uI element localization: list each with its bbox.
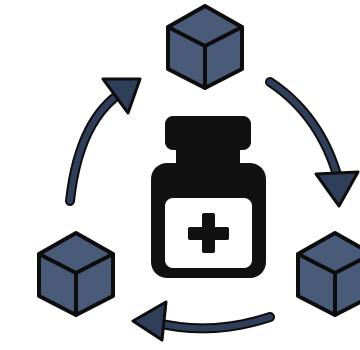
cycle-arrow-top-right [265,77,360,208]
cycle-arrow-left [65,77,142,206]
medicine-bottle-icon [151,116,266,278]
box-icon-left [37,231,115,317]
box-icon-top [166,4,244,90]
cycle-arrow-bottom [131,300,275,342]
box-icon-right [296,231,360,317]
